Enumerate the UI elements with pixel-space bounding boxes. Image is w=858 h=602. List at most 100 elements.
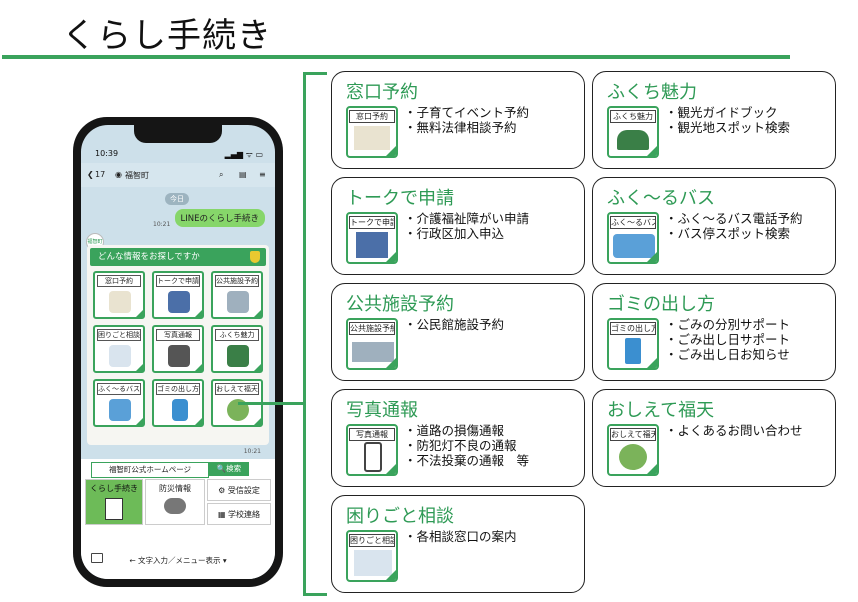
tile-corner [136, 364, 143, 371]
panel-timestamp: 10:21 [243, 448, 261, 455]
card-kokyo-shisetsu[interactable]: 公共施設予約 公共施設予約 ・公民館施設予約 [331, 283, 585, 381]
connector-line [238, 402, 306, 405]
school-icon: ▦ [217, 510, 229, 519]
kurashi-tetsuzuki-button[interactable]: くらし手続き [85, 479, 143, 525]
tile-komarigoto[interactable]: 困りごと相談 [93, 325, 145, 373]
tile-corner [136, 310, 143, 317]
form-icon [168, 291, 190, 313]
tile-gomi[interactable]: ゴミの出し方 [152, 379, 204, 427]
smartphone-camera-icon [364, 442, 382, 472]
card-fukuchi-miryoku[interactable]: ふくち魅力 ふくち魅力 ・観光ガイドブック ・観光地スポット検索 [592, 71, 836, 169]
bousai-button[interactable]: 防災情報 [145, 479, 205, 525]
tile-label: 窓口予約 [97, 275, 141, 287]
card-items: ・介護福祉障がい申請 ・行政区加入申込 [404, 211, 529, 241]
thumb-label: ゴミの出し方 [610, 322, 656, 335]
tile-label: ゴミの出し方 [156, 383, 200, 395]
card-title: 写真通報 [346, 400, 418, 421]
card-shashin-tsuho[interactable]: 写真通報 写真通報 ・道路の損傷通報 ・防犯灯不良の通報 ・不法投棄の通報 等 [331, 389, 585, 487]
tile-corner [254, 418, 261, 425]
menu-header-text: どんな情報をお探しですか [98, 252, 200, 262]
menu-icon[interactable]: ≡ [259, 170, 266, 179]
card-thumbnail: 公共施設予約 [346, 318, 398, 370]
search-button[interactable]: 🔍検索 [209, 462, 249, 476]
kurashi-label: くらし手続き [90, 484, 138, 493]
school-button[interactable]: ▦ 学校連絡 [207, 503, 271, 525]
back-chevron-icon[interactable]: ❮ [87, 170, 94, 179]
tile-facility[interactable]: 公共施設予約 [211, 271, 263, 319]
card-fukuru-bus[interactable]: ふく～るバス ふく～るバス ・ふく～るバス電話予約 ・バス停スポット検索 [592, 177, 836, 275]
tile-bus[interactable]: ふく～るバス [93, 379, 145, 427]
thumb-label: 困りごと相談 [349, 534, 395, 547]
thumb-label: ふくち魅力 [610, 110, 656, 123]
thumb-label: ふく～るバス [610, 216, 656, 229]
status-time: 10:39 [95, 149, 119, 158]
beginner-mark-icon [250, 251, 260, 263]
tile-label: ふくち魅力 [215, 329, 259, 341]
tile-label: ふく～るバス [97, 383, 141, 395]
card-item: ・ごみ出し日お知らせ [665, 347, 790, 362]
thumb-corner [386, 252, 396, 262]
thumb-label: 窓口予約 [349, 110, 395, 123]
rich-menu: 福智町公式ホームページ 🔍検索 くらし手続き 防災情報 ⚙ 受信設定 ▦ 学校連… [81, 459, 275, 579]
verified-icon: ◉ [115, 170, 122, 179]
card-title: 困りごと相談 [346, 506, 454, 527]
tile-corner [254, 310, 261, 317]
tile-madoguchi[interactable]: 窓口予約 [93, 271, 145, 319]
thumb-corner [647, 146, 657, 156]
mascot-icon [619, 444, 647, 470]
card-items: ・ふく～るバス電話予約 ・バス停スポット検索 [665, 211, 803, 241]
card-title: おしえて福天 [607, 400, 715, 421]
tile-corner [254, 364, 261, 371]
thumb-label: おしえて福天 [610, 428, 656, 441]
card-item: ・行政区加入申込 [404, 226, 505, 241]
card-komarigoto[interactable]: 困りごと相談 困りごと相談 ・各相談窓口の案内 [331, 495, 585, 593]
card-talk-shinsei[interactable]: トークで申請 トークで申請 ・介護福祉障がい申請 ・行政区加入申込 [331, 177, 585, 275]
card-gomi[interactable]: ゴミの出し方 ゴミの出し方 ・ごみの分別サポート ・ごみ出し日サポート ・ごみ出… [592, 283, 836, 381]
card-title: トークで申請 [346, 188, 454, 209]
card-item: ・よくあるお問い合わせ [665, 423, 803, 438]
form-icon [356, 232, 388, 258]
card-madoguchi[interactable]: 窓口予約 窓口予約 ・子育てイベント予約 ・無料法律相談予約 [331, 71, 585, 169]
tile-photo-report[interactable]: 写真通報 [152, 325, 204, 373]
tile-corner [195, 364, 202, 371]
phone-notch [134, 125, 222, 143]
thumb-corner [386, 464, 396, 474]
rich-message-panel: どんな情報をお探しですか 窓口予約 トークで申請 公共施設予約 困りごと相談 [87, 245, 269, 445]
card-item: ・道路の損傷通報 [404, 423, 505, 438]
keyboard-icon[interactable] [91, 553, 103, 563]
thumb-corner [647, 464, 657, 474]
card-oshiete-fukuten[interactable]: おしえて福天 おしえて福天 ・よくあるお問い合わせ [592, 389, 836, 487]
bousai-label: 防災情報 [159, 484, 191, 493]
tile-fukuchi-miryoku[interactable]: ふくち魅力 [211, 325, 263, 373]
message-bubble: LINEのくらし手続き [174, 209, 265, 227]
signal-icon: ▂▄▆ ᯤ ▭ [224, 150, 263, 159]
tile-label: 公共施設予約 [215, 275, 259, 287]
card-thumbnail: 窓口予約 [346, 106, 398, 158]
trash-can-icon [625, 338, 641, 364]
tile-label: トークで申請 [156, 275, 200, 287]
thumb-corner [386, 358, 396, 368]
search-icon[interactable]: ⌕ [219, 170, 224, 179]
tile-corner [136, 418, 143, 425]
card-item: ・不法投棄の通報 等 [404, 453, 530, 468]
date-pill: 今日 [165, 193, 189, 205]
building-icon [227, 291, 249, 313]
notes-icon[interactable]: ▤ [239, 170, 247, 179]
thumb-corner [386, 570, 396, 580]
thumb-label: トークで申請 [349, 216, 395, 229]
tile-talk[interactable]: トークで申請 [152, 271, 204, 319]
card-title: ふく～るバス [607, 188, 715, 209]
card-items: ・子育てイベント予約 ・無料法律相談予約 [404, 105, 529, 135]
text-input-toggle[interactable]: ← 文字入力／メニュー表示 ▾ [129, 556, 227, 565]
card-thumbnail: トークで申請 [346, 212, 398, 264]
card-thumbnail: ゴミの出し方 [607, 318, 659, 370]
homepage-button[interactable]: 福智町公式ホームページ [91, 462, 209, 478]
phone-mockup: 10:39 ▂▄▆ ᯤ ▭ ❮ 17 ◉ 福智町 ⌕ ▤ ≡ 今日 LINEのく… [73, 117, 283, 587]
title-underline [2, 55, 790, 59]
card-title: ゴミの出し方 [607, 294, 715, 315]
school-label: 学校連絡 [228, 510, 261, 519]
card-thumbnail: ふくち魅力 [607, 106, 659, 158]
card-item: ・防犯灯不良の通報 [404, 438, 517, 453]
settings-button[interactable]: ⚙ 受信設定 [207, 479, 271, 501]
clipboard-icon [105, 498, 123, 520]
